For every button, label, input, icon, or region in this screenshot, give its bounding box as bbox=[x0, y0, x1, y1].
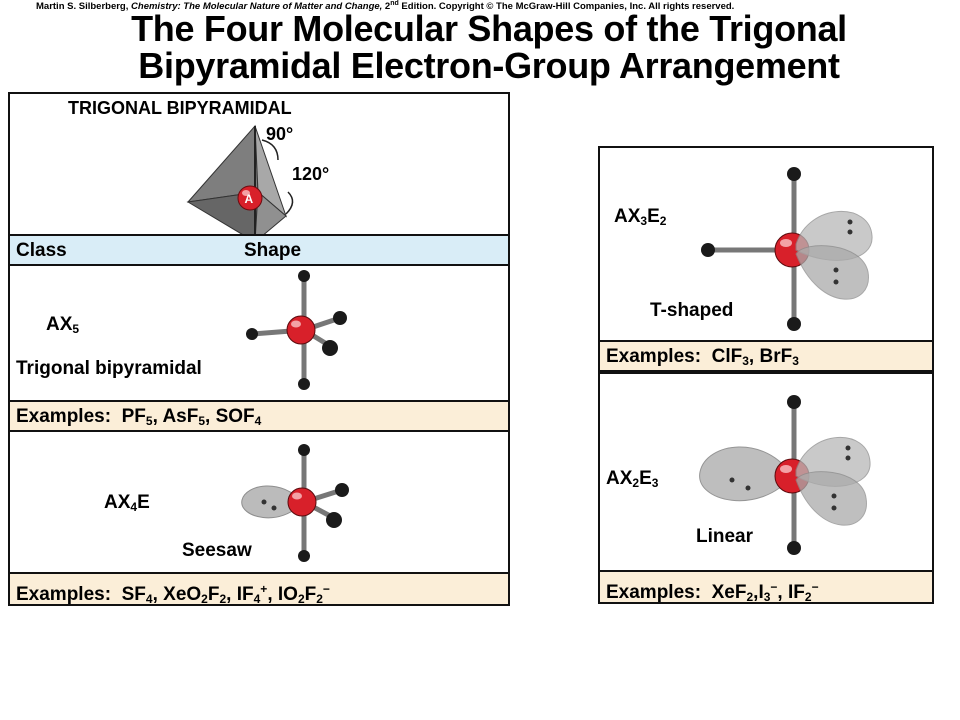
ax4e-class-label: AX4E bbox=[104, 492, 150, 514]
geometry-label: TRIGONAL BIPYRAMIDAL bbox=[68, 98, 292, 118]
ax3e2-panel: AX3E2 T-shaped Examples: ClF3, BrF3 bbox=[598, 146, 934, 372]
ax4e-molecule bbox=[241, 444, 349, 562]
shape-column-header: Shape bbox=[244, 240, 302, 261]
title-line-1: The Four Molecular Shapes of the Trigona… bbox=[131, 8, 847, 49]
ax3e2-examples-band: Examples: ClF3, BrF3 bbox=[600, 340, 932, 370]
ax5-examples-band: Examples: PF5, AsF5, SOF4 bbox=[10, 400, 508, 432]
credit-line: Martin S. Silberberg, Chemistry: The Mol… bbox=[36, 0, 735, 12]
left-column-panel: TRIGONAL BIPYRAMIDAL A 90° 120° Class Sh… bbox=[8, 92, 510, 606]
equatorial-angle-label: 120° bbox=[292, 164, 330, 184]
axial-angle-label: 90° bbox=[266, 124, 294, 144]
ax2e3-panel: AX2E3 Linear Examples: XeF2,I3−, IF2− bbox=[598, 372, 934, 604]
page-title: The Four Molecular Shapes of the Trigona… bbox=[24, 10, 954, 84]
ax3e2-class-label: AX3E2 bbox=[614, 206, 667, 228]
ax4e-examples-band: Examples: SF4, XeO2F2, IF4+, IO2F2− bbox=[10, 572, 508, 606]
ax4e-shape-label: Seesaw bbox=[182, 540, 252, 561]
ax5-molecule bbox=[246, 270, 347, 390]
central-atom-letter: A bbox=[245, 192, 254, 206]
ax3e2-shape-label: T-shaped bbox=[650, 300, 734, 321]
ax2e3-class-label: AX2E3 bbox=[606, 468, 659, 490]
ax5-shape-label: Trigonal bipyramidal bbox=[16, 358, 202, 379]
ax2e3-shape-label: Linear bbox=[696, 526, 754, 547]
ax3e2-molecule bbox=[701, 167, 873, 331]
ax5-class-label: AX5 bbox=[46, 314, 80, 336]
class-shape-header: Class Shape bbox=[10, 234, 508, 266]
bipyramid-diagram: A bbox=[186, 124, 294, 244]
title-line-2: Bipyramidal Electron-Group Arrangement bbox=[138, 45, 840, 86]
ax2e3-molecule bbox=[699, 395, 871, 555]
ax2e3-examples-band: Examples: XeF2,I3−, IF2− bbox=[600, 570, 932, 604]
class-column-header: Class bbox=[16, 240, 67, 261]
